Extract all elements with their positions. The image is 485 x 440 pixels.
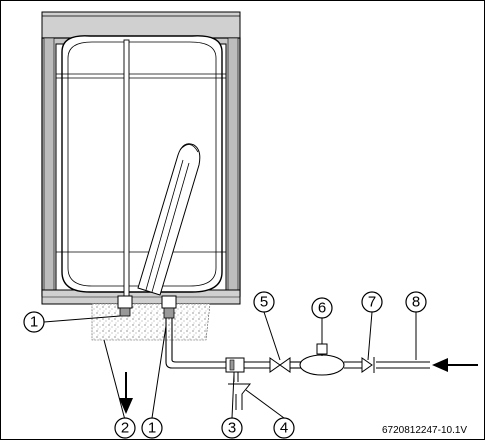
callout-1-bottom: 1: [141, 417, 163, 439]
svg-text:2: 2: [121, 420, 129, 437]
callout-7: 7: [361, 291, 383, 313]
svg-text:7: 7: [368, 294, 376, 311]
hot-water-pipe: [123, 39, 130, 306]
callout-2: 2: [114, 417, 136, 439]
callout-1-left: 1: [23, 311, 45, 333]
callout-8: 8: [405, 291, 427, 313]
svg-text:5: 5: [260, 294, 268, 311]
leader-lines: [43, 311, 417, 421]
callout-5: 5: [253, 291, 275, 313]
svg-text:3: 3: [228, 420, 236, 437]
heating-element: [137, 143, 201, 296]
svg-text:1: 1: [148, 420, 156, 437]
water-inflow-arrow: [432, 358, 478, 372]
callout-4: 4: [273, 417, 295, 439]
svg-text:6: 6: [318, 300, 326, 317]
svg-text:4: 4: [280, 420, 288, 437]
drain-down-arrow: [119, 372, 133, 414]
callout-3: 3: [221, 417, 243, 439]
safety-valve-assembly: [225, 357, 252, 410]
callout-6: 6: [311, 297, 333, 319]
cold-water-inlet-pipe: [165, 318, 430, 376]
inner-tank: [56, 35, 226, 293]
figure-reference: 6720812247-10.1V: [382, 425, 467, 436]
svg-text:1: 1: [30, 314, 38, 331]
base-insulation: [91, 295, 211, 341]
svg-text:8: 8: [412, 294, 420, 311]
